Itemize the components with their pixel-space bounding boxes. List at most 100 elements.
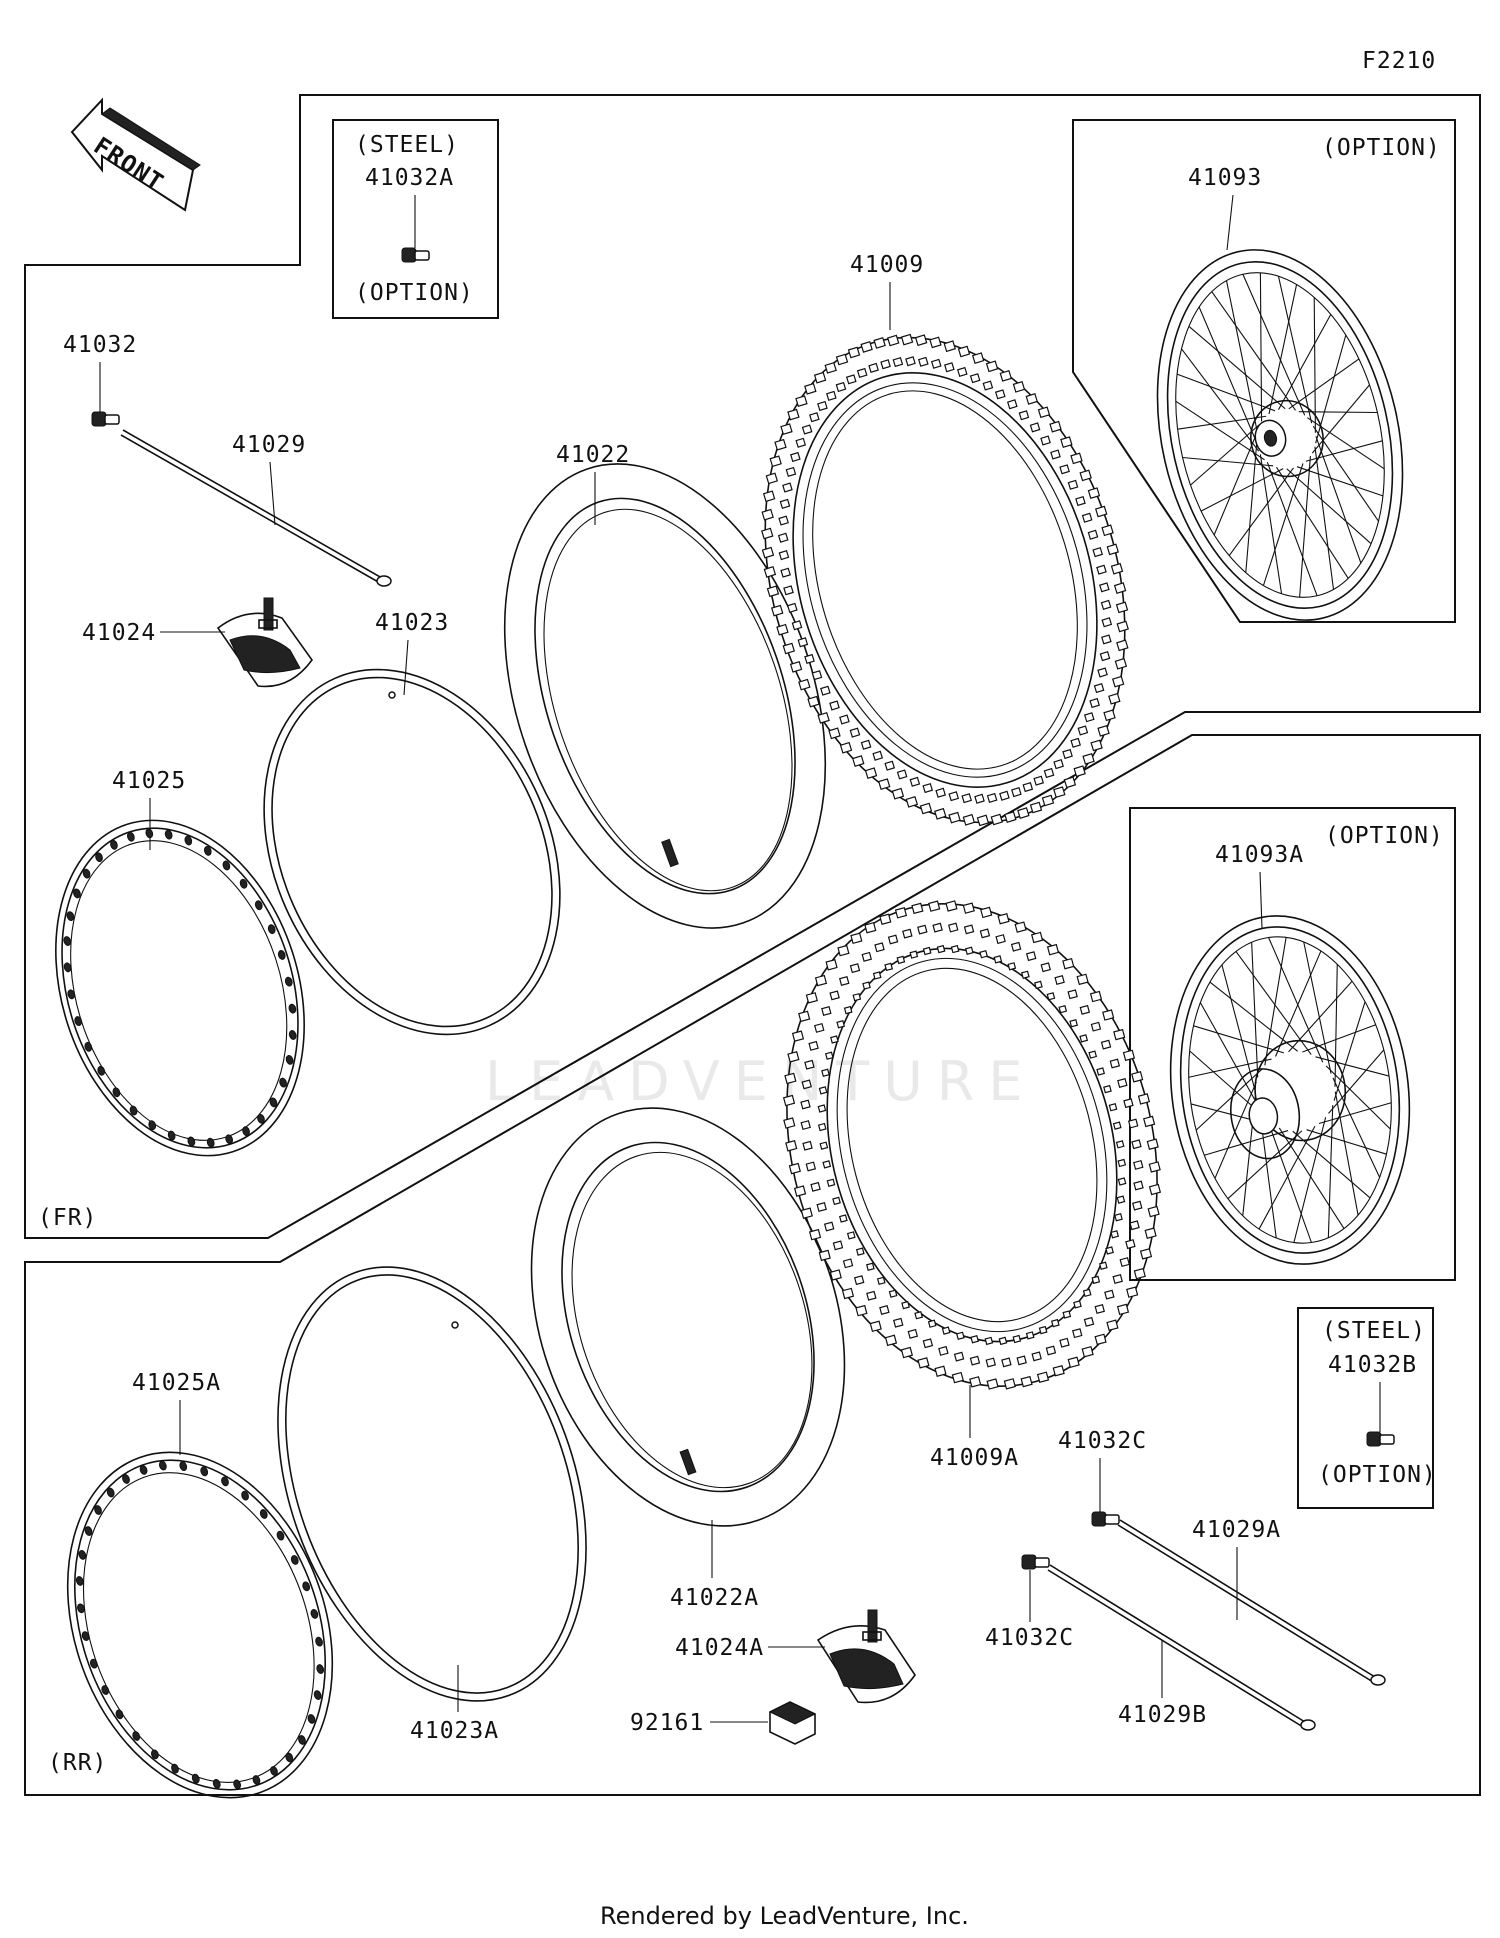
tread-knob — [780, 567, 791, 578]
tread-knob — [1083, 712, 1095, 723]
tread-knob — [938, 1345, 949, 1356]
tread-knob — [1144, 1227, 1157, 1239]
tread-knob — [790, 451, 801, 463]
tread-knob — [817, 1122, 827, 1132]
tread-knob — [956, 1331, 965, 1341]
tread-knob — [1001, 1357, 1012, 1368]
tread-knob — [974, 793, 985, 804]
tread-knob — [855, 1304, 868, 1317]
part-41029B-spoke: 41029B — [1047, 1564, 1316, 1731]
spoke-hole — [148, 1120, 157, 1130]
tread-knob — [1081, 1345, 1094, 1358]
part-label: 41032 — [63, 332, 137, 358]
spoke-hole — [285, 1054, 294, 1065]
steel-valve-callout-rear: (STEEL) 41032B (OPTION) — [1297, 1307, 1436, 1509]
spoke-line — [1190, 423, 1261, 486]
callout-title: (OPTION) — [1325, 823, 1444, 849]
tread-knob — [819, 1141, 829, 1150]
tread-knob — [804, 382, 817, 395]
tread-knob — [957, 345, 971, 358]
tread-knob — [804, 1059, 815, 1070]
tread-knob — [1017, 807, 1030, 819]
tread-knob — [1089, 990, 1103, 1003]
tread-knob — [798, 1010, 811, 1023]
tread-knob — [1022, 781, 1034, 793]
tread-knob — [861, 951, 872, 962]
tread-knob — [860, 341, 873, 353]
tread-knob — [944, 362, 955, 373]
tread-knob — [838, 1214, 848, 1223]
spoke-line — [1204, 1130, 1289, 1156]
tread-knob — [934, 1365, 947, 1378]
tread-knob — [763, 566, 777, 578]
spoke-hole — [122, 1474, 130, 1484]
tread-knob — [761, 527, 774, 540]
spoke-hole — [106, 1487, 115, 1498]
spoke-line — [1251, 942, 1259, 1078]
option-wheel-callout-front: (OPTION) 41093 — [1072, 119, 1456, 623]
tread-knob — [951, 1371, 964, 1384]
tread-knob — [1147, 1205, 1160, 1218]
tread-knob — [824, 1051, 834, 1060]
tread-knob — [914, 1310, 923, 1320]
tread-knob — [1073, 1300, 1082, 1309]
spoke-line — [1288, 358, 1360, 410]
spoke-hole — [290, 1555, 299, 1565]
spoke-hole — [259, 1509, 268, 1519]
tread-knob — [842, 1258, 854, 1269]
tread-knob — [1096, 1067, 1106, 1076]
tread-knob — [1092, 547, 1104, 558]
tread-knob — [835, 353, 849, 366]
tread-knob — [1113, 582, 1127, 594]
spoke-hole — [212, 1778, 221, 1789]
spoke-line — [1176, 373, 1276, 412]
tread-knob — [776, 623, 789, 636]
tread-knob — [1058, 1004, 1068, 1014]
tread-knob — [791, 620, 803, 631]
spoke-hole — [242, 1126, 250, 1137]
spoke-line — [1332, 1077, 1381, 1178]
tread-knob — [837, 944, 850, 957]
tread-knob — [769, 455, 782, 468]
tread-knob — [1139, 1248, 1153, 1260]
spoke-hole — [84, 1526, 93, 1536]
valve-cap-icon — [401, 247, 430, 263]
tread-knob — [1012, 1334, 1022, 1344]
spoke-line — [1264, 937, 1287, 1066]
tread-knob — [982, 380, 994, 391]
tread-knob — [1115, 1140, 1125, 1149]
tread-knob — [979, 928, 991, 939]
tread-knob — [1049, 420, 1062, 433]
part-label: 41032C — [1058, 1428, 1147, 1454]
spoke-hole — [110, 839, 118, 850]
spoke-hole — [97, 1065, 106, 1076]
tread-knob — [795, 395, 808, 408]
tread-knob — [1132, 1200, 1143, 1211]
part-label: 41024A — [675, 1635, 764, 1661]
tread-knob — [953, 1351, 965, 1362]
spoke-hole — [310, 1609, 319, 1619]
tread-knob — [789, 660, 803, 673]
tread-knob — [836, 1020, 846, 1029]
tread-knob — [1091, 1275, 1101, 1285]
spoke-line — [1200, 468, 1284, 512]
tread-knob — [810, 1181, 821, 1192]
tread-knob — [852, 755, 865, 767]
tread-knob — [1069, 1019, 1079, 1028]
part-41025A-rim: 41025A — [66, 1370, 334, 1799]
tread-knob — [1025, 951, 1037, 962]
tread-knob — [826, 390, 837, 401]
tread-knob — [1043, 767, 1055, 779]
spoke-hole — [63, 962, 72, 973]
tread-knob — [1127, 1118, 1139, 1129]
spoke-line — [1214, 1081, 1257, 1179]
spoke-hole — [82, 868, 91, 879]
tread-knob — [829, 1269, 842, 1281]
tread-knob — [985, 360, 999, 373]
tread-knob — [778, 550, 790, 561]
front-wheel-assembly — [1156, 249, 1404, 621]
spoke-hole — [95, 852, 103, 863]
tread-knob — [1079, 1004, 1091, 1015]
tread-knob — [1125, 1239, 1136, 1250]
spoke-hole — [63, 936, 72, 946]
